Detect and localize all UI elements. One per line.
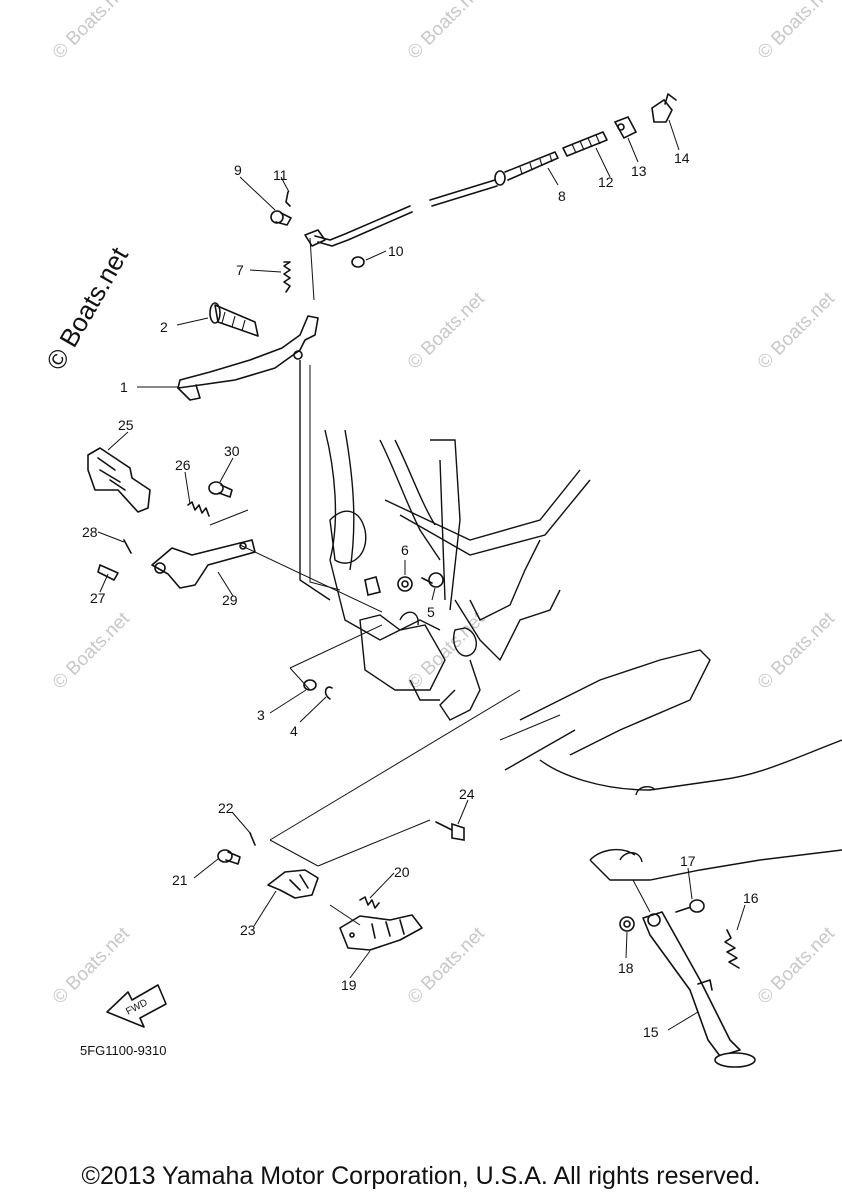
footrest-bracket bbox=[151, 539, 256, 589]
circlip bbox=[324, 686, 333, 700]
bushing bbox=[364, 576, 381, 596]
plain-washer bbox=[303, 679, 317, 691]
callout-7: 7 bbox=[236, 262, 244, 278]
adjusting-nut bbox=[651, 93, 677, 123]
watermark: © Boats.net bbox=[404, 0, 490, 64]
callout-22: 22 bbox=[218, 800, 234, 816]
brake-pedal bbox=[177, 315, 319, 401]
callout-4: 4 bbox=[290, 723, 298, 739]
callout-21: 21 bbox=[172, 872, 188, 888]
callout-1: 1 bbox=[120, 379, 128, 395]
watermark: © Boats.net bbox=[49, 608, 135, 694]
watermark: © Boats.net bbox=[754, 923, 840, 1009]
joint bbox=[613, 115, 638, 140]
drawing-code: 5FG1100-9310 bbox=[80, 1043, 167, 1058]
cotter-pin bbox=[249, 832, 256, 846]
callout-16: 16 bbox=[743, 890, 759, 906]
callout-8: 8 bbox=[558, 188, 566, 204]
watermark: © Boats.net bbox=[49, 0, 135, 64]
footrest-bolt bbox=[208, 481, 233, 498]
copyright-notice: ©2013 Yamaha Motor Corporation, U.S.A. A… bbox=[81, 1162, 761, 1190]
footrest-cover bbox=[87, 447, 151, 513]
footrest-pin bbox=[97, 564, 119, 581]
footrest-pin bbox=[217, 849, 241, 865]
watermark-grid: © Boats.net © Boats.net © Boats.net © Bo… bbox=[49, 0, 840, 1009]
callout-14: 14 bbox=[674, 150, 690, 166]
callout-18: 18 bbox=[618, 960, 634, 976]
callout-25: 25 bbox=[118, 417, 134, 433]
callout-10: 10 bbox=[388, 243, 404, 259]
watermark: © Boats.net bbox=[404, 923, 490, 1009]
callout-15: 15 bbox=[643, 1024, 659, 1040]
callout-2: 2 bbox=[160, 319, 168, 335]
callout-27: 27 bbox=[90, 590, 106, 606]
callout-11: 11 bbox=[273, 167, 288, 183]
sidestand-spring bbox=[724, 929, 740, 969]
assembly-guides bbox=[209, 237, 651, 926]
callout-23: 23 bbox=[240, 922, 256, 938]
washer bbox=[351, 256, 365, 268]
rod-spring bbox=[562, 131, 608, 157]
footrest-mount-bolt bbox=[435, 821, 465, 841]
watermark: © Boats.net bbox=[754, 608, 840, 694]
sidestand bbox=[642, 911, 756, 1068]
watermark: © Boats.net bbox=[404, 288, 490, 374]
callout-28: 28 bbox=[82, 524, 98, 540]
nut bbox=[397, 576, 413, 592]
footrest-bracket-lower bbox=[267, 869, 319, 899]
frame-structure bbox=[299, 360, 842, 881]
callout-24: 24 bbox=[459, 786, 475, 802]
fwd-arrow-icon: FWD bbox=[106, 984, 167, 1028]
callout-12: 12 bbox=[598, 174, 614, 190]
callout-20: 20 bbox=[394, 864, 410, 880]
footrest-spring bbox=[187, 501, 210, 517]
callout-13: 13 bbox=[631, 163, 647, 179]
clevis-pin bbox=[270, 210, 292, 226]
sidestand-bolt bbox=[675, 899, 705, 913]
brake-rod bbox=[304, 151, 559, 247]
callout-29: 29 bbox=[222, 592, 238, 608]
return-spring bbox=[283, 261, 291, 293]
watermark: © Boats.net bbox=[754, 0, 840, 64]
cotter-pin bbox=[285, 191, 291, 207]
callout-labels: 1 2 3 4 5 6 7 8 9 10 11 12 13 14 15 16 1… bbox=[82, 150, 759, 1040]
callout-17: 17 bbox=[680, 853, 696, 869]
callout-9: 9 bbox=[234, 162, 242, 178]
pivot-shaft bbox=[209, 302, 259, 337]
callout-3: 3 bbox=[257, 707, 265, 723]
callout-19: 19 bbox=[341, 977, 357, 993]
watermark: © Boats.net bbox=[754, 288, 840, 374]
callout-5: 5 bbox=[427, 604, 435, 620]
callout-6: 6 bbox=[401, 542, 409, 558]
footrest bbox=[339, 914, 423, 951]
mount-bolt bbox=[421, 572, 444, 588]
clip bbox=[123, 539, 132, 554]
collar bbox=[619, 916, 635, 932]
callout-leaders bbox=[97, 119, 746, 1031]
callout-26: 26 bbox=[175, 457, 191, 473]
footrest-spring bbox=[359, 896, 380, 909]
callout-27-bolt: 30 bbox=[224, 443, 240, 459]
watermark: © Boats.net bbox=[49, 923, 135, 1009]
